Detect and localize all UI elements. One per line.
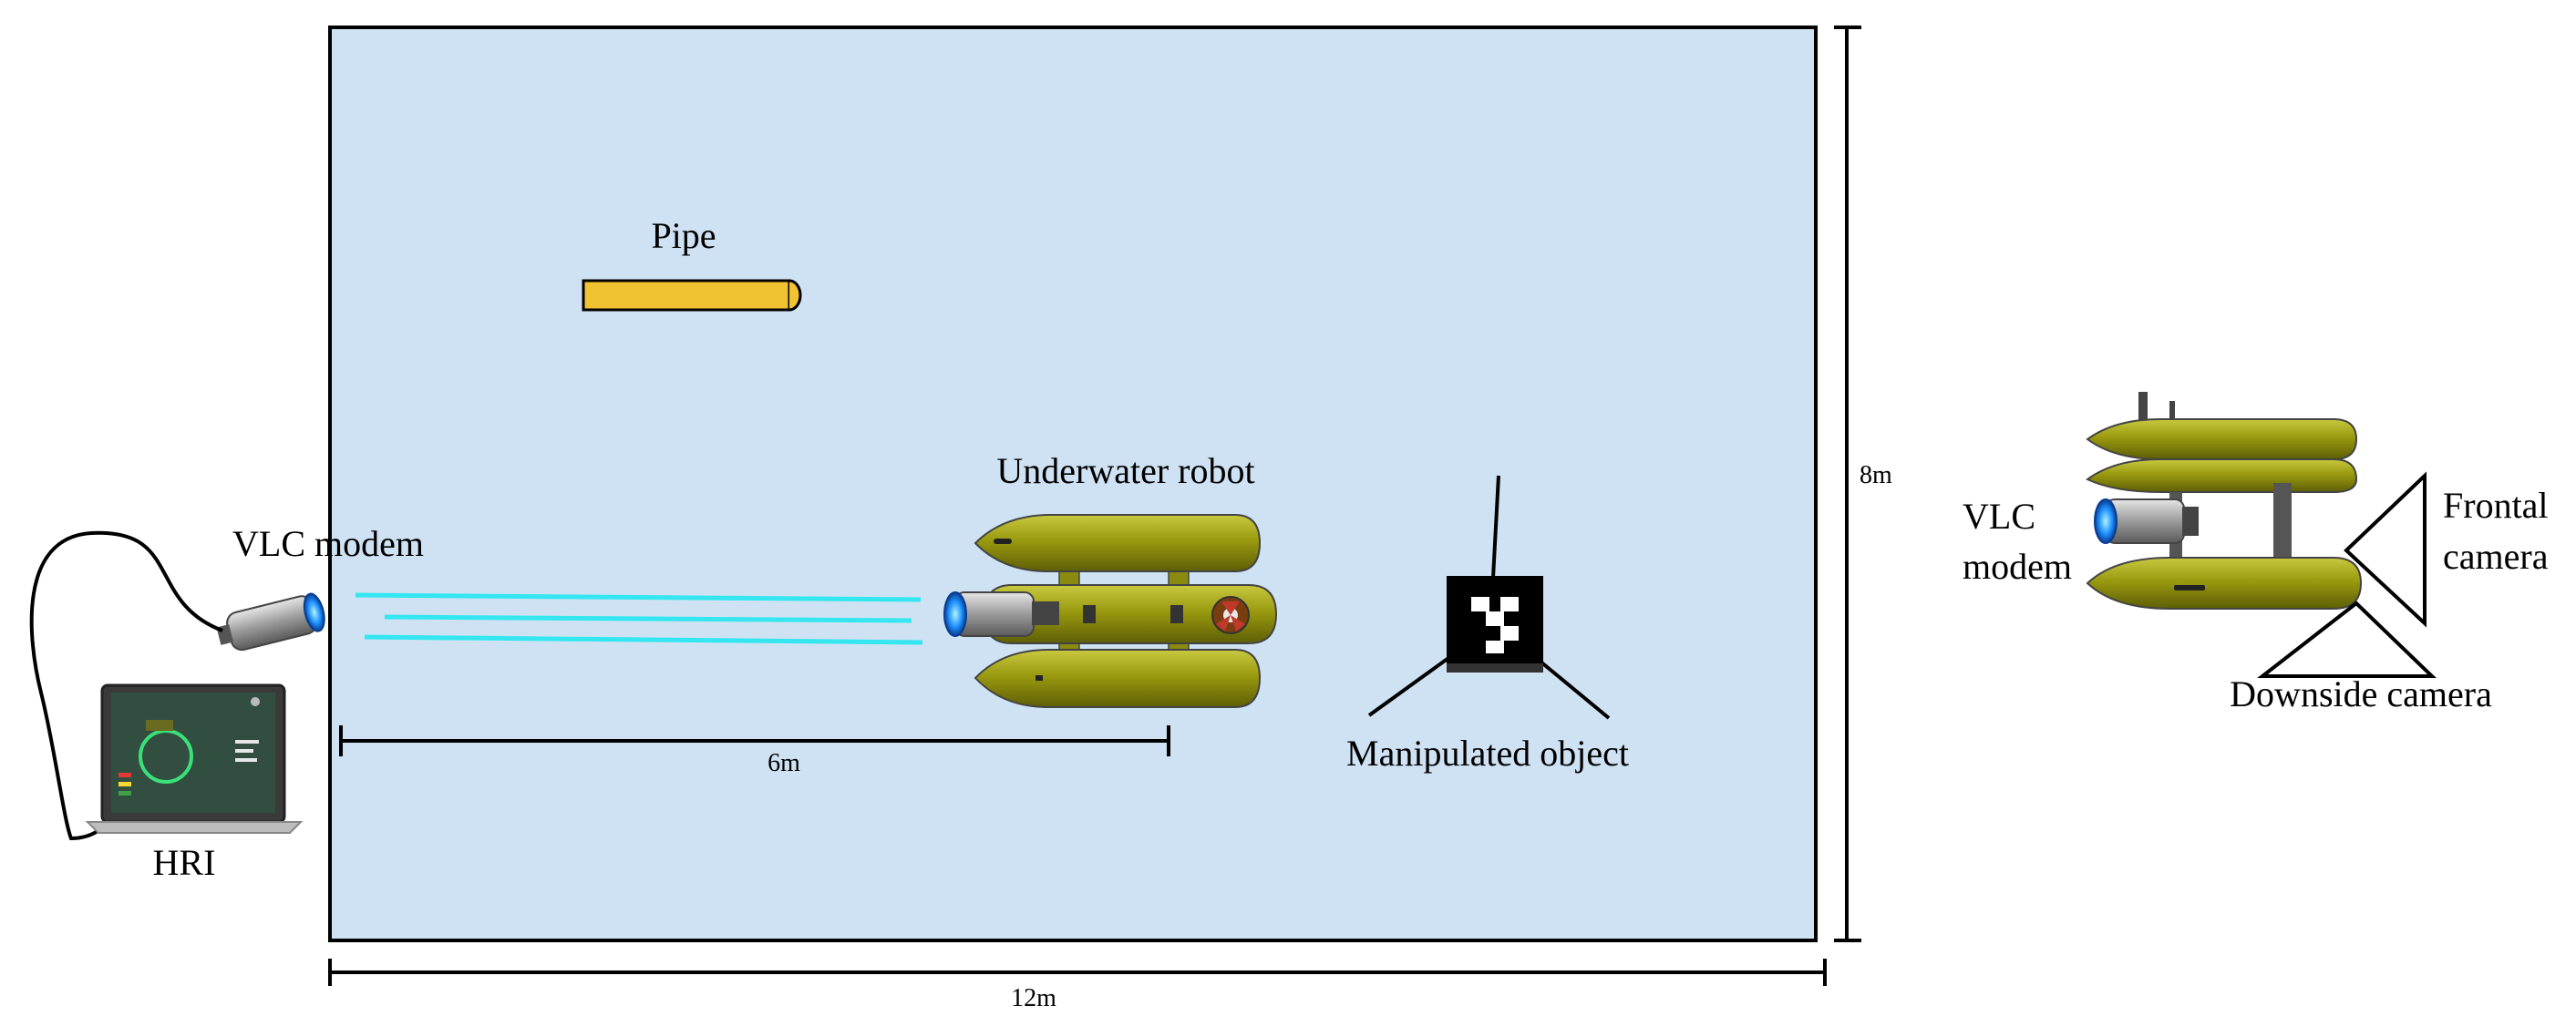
robot-side-view bbox=[2086, 392, 2363, 610]
underwater-robot-label: Underwater robot bbox=[996, 450, 1254, 491]
distance-label: 6m bbox=[768, 749, 800, 777]
width-label: 12m bbox=[1011, 984, 1056, 1012]
pipe-label: Pipe bbox=[651, 215, 716, 256]
height-dimension: 8m bbox=[1834, 26, 1892, 942]
manipulated-object-label: Manipulated object bbox=[1346, 733, 1629, 774]
pipe: Pipe bbox=[582, 215, 802, 312]
vlc-modem-right-label-line2: modem bbox=[1963, 546, 2072, 587]
downside-camera-fov: Downside camera bbox=[2230, 601, 2492, 714]
cable bbox=[29, 530, 223, 841]
hri-label: HRI bbox=[153, 842, 216, 883]
frontal-camera-label-line2: camera bbox=[2443, 536, 2549, 577]
frontal-camera-fov: Frontal camera bbox=[2344, 471, 2549, 628]
manipulated-object: Manipulated object bbox=[1346, 475, 1629, 774]
pool-area bbox=[328, 26, 1818, 942]
distance-dimension: 6m bbox=[339, 725, 1170, 777]
underwater-robot: Underwater robot bbox=[943, 450, 1278, 708]
downside-camera-label: Downside camera bbox=[2230, 673, 2492, 714]
height-label: 8m bbox=[1860, 461, 1892, 489]
light-beams bbox=[355, 592, 923, 645]
frontal-camera-label-line1: Frontal bbox=[2443, 485, 2549, 526]
vlc-modem-left-label: VLC modem bbox=[232, 523, 424, 564]
vlc-modem-right-label-line1: VLC bbox=[1963, 496, 2035, 537]
width-dimension: 12m bbox=[328, 959, 1827, 1012]
hri-laptop: HRI bbox=[85, 683, 304, 883]
